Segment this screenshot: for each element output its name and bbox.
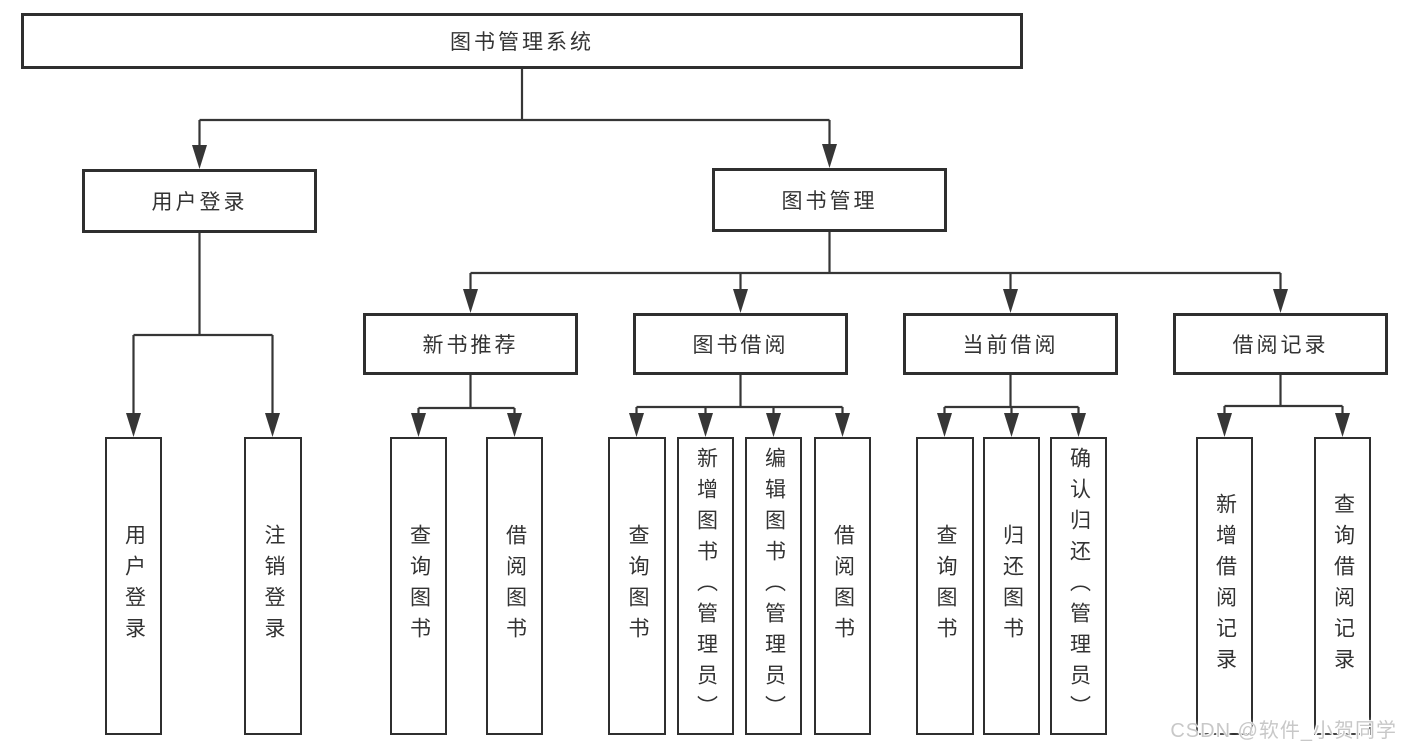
leaf-user-login: 用户登录 — [105, 437, 162, 735]
node-label: 图书借阅 — [692, 334, 789, 357]
node-label: 新增借阅记录 — [1213, 493, 1237, 679]
leaf-query-borrow-record: 查询借阅记录 — [1314, 437, 1371, 735]
leaf-logout: 注销登录 — [244, 437, 302, 735]
leaf-return-book: 归还图书 — [983, 437, 1040, 735]
node-label: 编辑图书（管理员） — [762, 446, 786, 726]
leaf-add-borrow-record: 新增借阅记录 — [1196, 437, 1253, 735]
connector-borrowrecords-to-leaves — [1217, 375, 1350, 437]
node-label: 新增图书（管理员） — [694, 446, 718, 726]
node-label: 用户登录 — [151, 191, 248, 214]
leaf-query-books-current: 查询图书 — [916, 437, 974, 735]
node-label: 注销登录 — [262, 524, 285, 648]
node-root: 图书管理系统 — [21, 13, 1023, 69]
node-label: 借阅图书 — [831, 524, 855, 648]
connector-currentborrow-to-leaves — [937, 375, 1086, 437]
node-label: 借阅记录 — [1232, 334, 1329, 357]
node-label: 用户登录 — [122, 524, 146, 648]
leaf-borrow-books: 借阅图书 — [814, 437, 871, 735]
connector-newbook-to-leaves — [411, 375, 522, 437]
leaf-edit-book-admin: 编辑图书（管理员） — [745, 437, 802, 735]
node-label: 当前借阅 — [962, 334, 1059, 357]
leaf-query-books-borrow: 查询图书 — [608, 437, 666, 735]
connector-bookborrow-to-leaves — [629, 375, 850, 437]
leaf-borrow-books-recommend: 借阅图书 — [486, 437, 543, 735]
node-book-management: 图书管理 — [712, 168, 947, 232]
watermark-text: CSDN @软件_小贺同学 — [1170, 720, 1397, 742]
connector-bookmgmt-to-level3 — [463, 232, 1288, 313]
node-label: 查询图书 — [407, 524, 431, 648]
node-borrow-records: 借阅记录 — [1173, 313, 1388, 375]
node-label: 图书管理 — [781, 190, 878, 213]
node-new-book-recommend: 新书推荐 — [363, 313, 578, 375]
node-label: 归还图书 — [1000, 524, 1024, 648]
node-label: 查询图书 — [934, 524, 957, 648]
leaf-add-book-admin: 新增图书（管理员） — [677, 437, 734, 735]
node-current-borrow: 当前借阅 — [903, 313, 1118, 375]
connector-userlogin-to-leaves — [126, 233, 280, 437]
node-book-borrow: 图书借阅 — [633, 313, 848, 375]
connector-root-to-level2 — [192, 69, 837, 169]
node-label: 查询图书 — [626, 524, 649, 648]
leaf-query-books-recommend: 查询图书 — [390, 437, 447, 735]
node-label: 图书管理系统 — [450, 31, 594, 54]
leaf-confirm-return-admin: 确认归还（管理员） — [1050, 437, 1107, 735]
node-label: 新书推荐 — [422, 334, 519, 357]
node-label: 查询借阅记录 — [1331, 493, 1355, 679]
node-label: 确认归还（管理员） — [1067, 446, 1091, 726]
node-user-login: 用户登录 — [82, 169, 317, 233]
node-label: 借阅图书 — [503, 524, 527, 648]
